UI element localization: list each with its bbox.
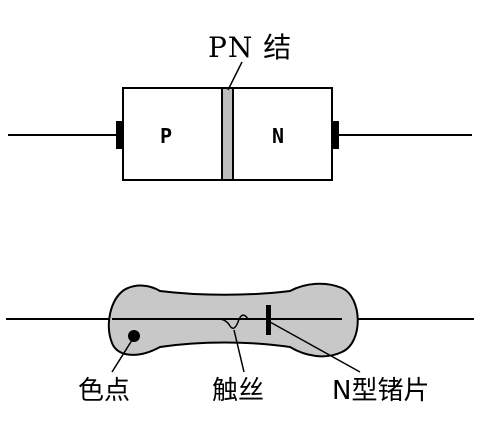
contact-wire-pointer xyxy=(233,329,245,373)
color-dot-label: 色点 xyxy=(78,376,131,406)
color-dot xyxy=(128,330,140,342)
pn-diode-structure xyxy=(8,61,472,181)
junction-pointer xyxy=(227,61,243,91)
junction-layer xyxy=(221,87,234,181)
pn-junction-label: PN 结 xyxy=(208,31,293,64)
color-dot-pointer xyxy=(111,336,135,373)
n-germanium-label: N型锗片 xyxy=(332,376,430,406)
n-region-label: N xyxy=(272,124,285,148)
left-electrode xyxy=(116,121,124,149)
germanium-pointer xyxy=(269,321,361,373)
point-contact-diode xyxy=(6,282,474,373)
contact-wire xyxy=(217,314,268,329)
germanium-chip xyxy=(266,305,271,335)
right-electrode xyxy=(331,121,339,149)
p-region xyxy=(122,87,224,181)
glass-envelope xyxy=(107,282,359,358)
p-region-label: P xyxy=(160,124,173,148)
contact-wire-label: 触丝 xyxy=(212,376,265,406)
